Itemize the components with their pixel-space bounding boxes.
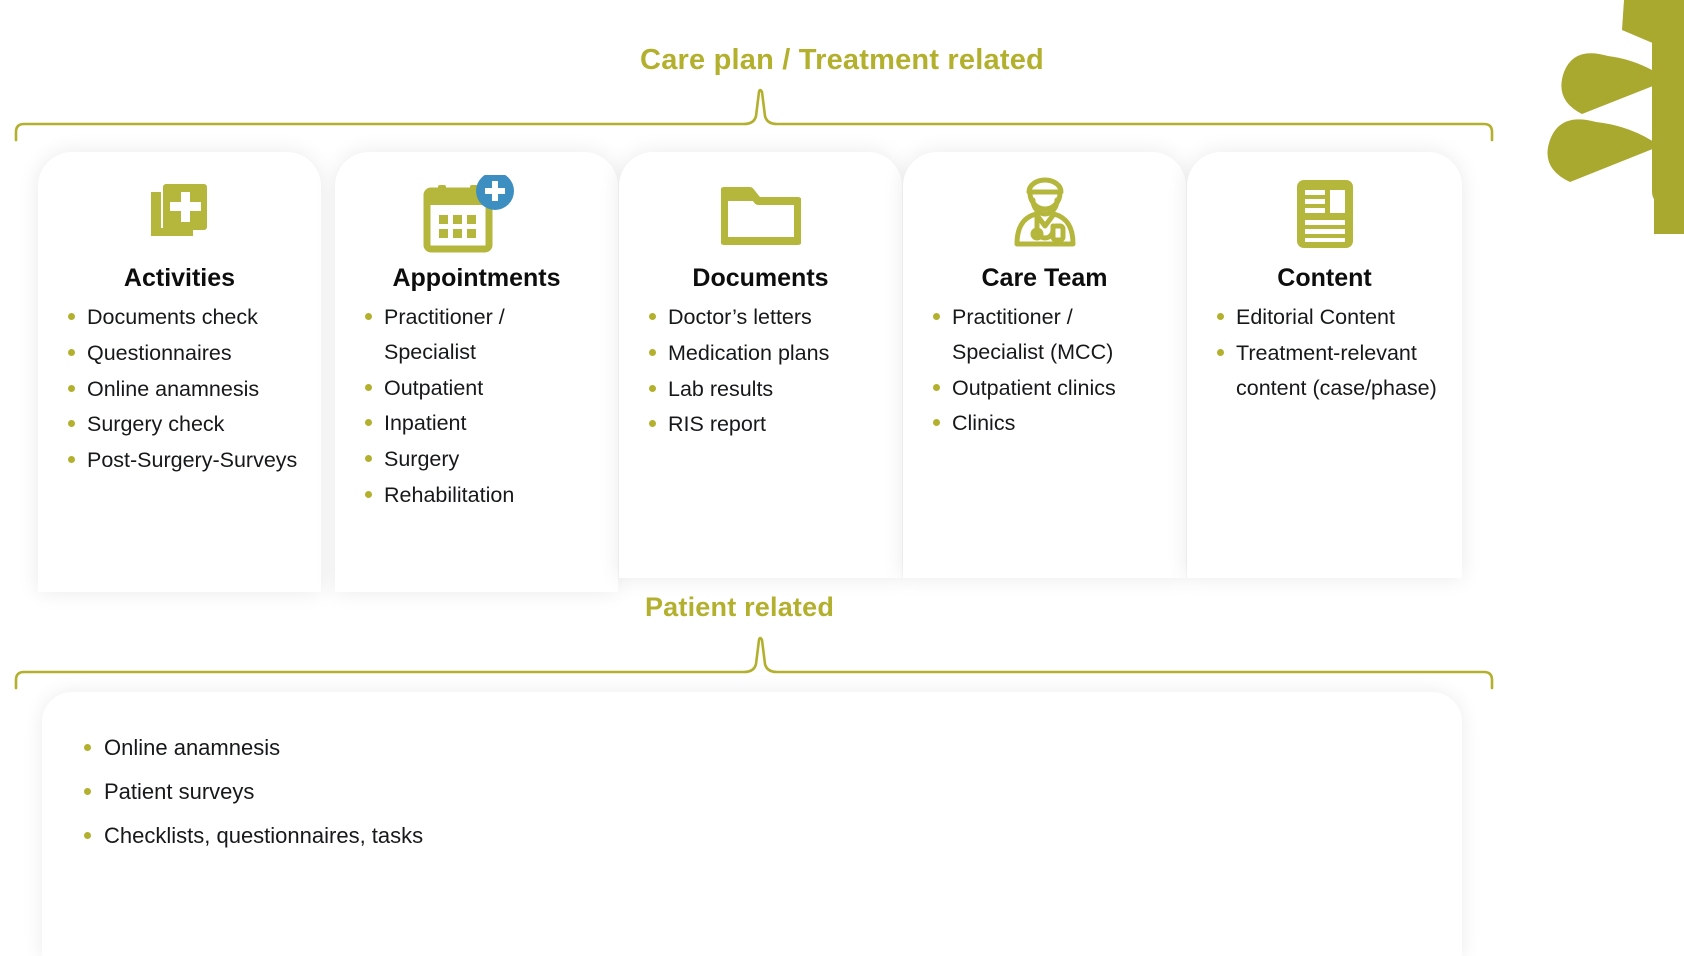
list-item: Documents check — [62, 300, 305, 335]
calendar-add-icon — [341, 170, 612, 258]
list-item: Editorial Content — [1211, 300, 1446, 335]
card-list: Editorial Content Treatment-relevant con… — [1193, 300, 1456, 405]
plus-badge-icon — [475, 175, 514, 210]
list-item: Checklists, questionnaires, tasks — [76, 814, 1462, 858]
card-activities[interactable]: Activities Documents check Questionnaire… — [38, 152, 321, 592]
card-care-team[interactable]: Care Team Practitioner / Specialist (MCC… — [903, 152, 1186, 578]
article-icon — [1193, 170, 1456, 258]
folder-icon — [625, 170, 896, 258]
card-list: Practitioner / Specialist (MCC) Outpatie… — [909, 300, 1180, 441]
card-list: Documents check Questionnaires Online an… — [44, 300, 315, 478]
list-item: Practitioner / Specialist — [359, 300, 602, 370]
list-item: Surgery check — [62, 407, 305, 442]
list-item: Clinics — [927, 406, 1170, 441]
list-item: Doctor’s letters — [643, 300, 886, 335]
list-item: Outpatient — [359, 371, 602, 406]
card-row: Activities Documents check Questionnaire… — [38, 152, 1462, 592]
card-list: Practitioner / Specialist Outpatient Inp… — [341, 300, 612, 513]
list-item: Lab results — [643, 372, 886, 407]
section-label-care-plan: Care plan / Treatment related — [640, 44, 1044, 76]
list-item: Outpatient clinics — [927, 371, 1170, 406]
card-title: Activities — [123, 264, 236, 292]
list-item: Post-Surgery-Surveys — [62, 443, 305, 478]
list-item: Medication plans — [643, 336, 886, 371]
list-item: Online anamnesis — [62, 372, 305, 407]
section-label-patient-related: Patient related — [644, 592, 835, 622]
card-list: Doctor’s letters Medication plans Lab re… — [625, 300, 896, 442]
list-item: Inpatient — [359, 406, 602, 441]
card-title: Documents — [692, 264, 829, 292]
card-appointments[interactable]: Appointments Practitioner / Specialist O… — [335, 152, 618, 592]
doctor-icon — [909, 170, 1180, 258]
list-item: Questionnaires — [62, 336, 305, 371]
card-title: Care Team — [981, 264, 1108, 292]
card-title: Appointments — [392, 264, 561, 292]
brace-bottom — [14, 636, 1494, 690]
card-title: Content — [1277, 264, 1372, 292]
list-item: Rehabilitation — [359, 478, 602, 513]
list-item: Surgery — [359, 442, 602, 477]
leaf-decoration-icon — [1547, 0, 1684, 234]
list-item: Online anamnesis — [76, 726, 1462, 770]
card-content[interactable]: Content Editorial Content Treatment-rele… — [1187, 152, 1462, 578]
list-item: Practitioner / Specialist (MCC) — [927, 300, 1170, 370]
list-item: Treatment-relevant content (case/phase) — [1211, 336, 1446, 406]
brace-top — [14, 88, 1494, 142]
panel-patient-related[interactable]: Online anamnesis Patient surveys Checkli… — [42, 692, 1462, 956]
list-item: RIS report — [643, 407, 886, 442]
patient-related-list: Online anamnesis Patient surveys Checkli… — [76, 726, 1462, 858]
list-item: Patient surveys — [76, 770, 1462, 814]
document-plus-icon — [44, 170, 315, 258]
card-documents[interactable]: Documents Doctor’s letters Medication pl… — [619, 152, 902, 578]
